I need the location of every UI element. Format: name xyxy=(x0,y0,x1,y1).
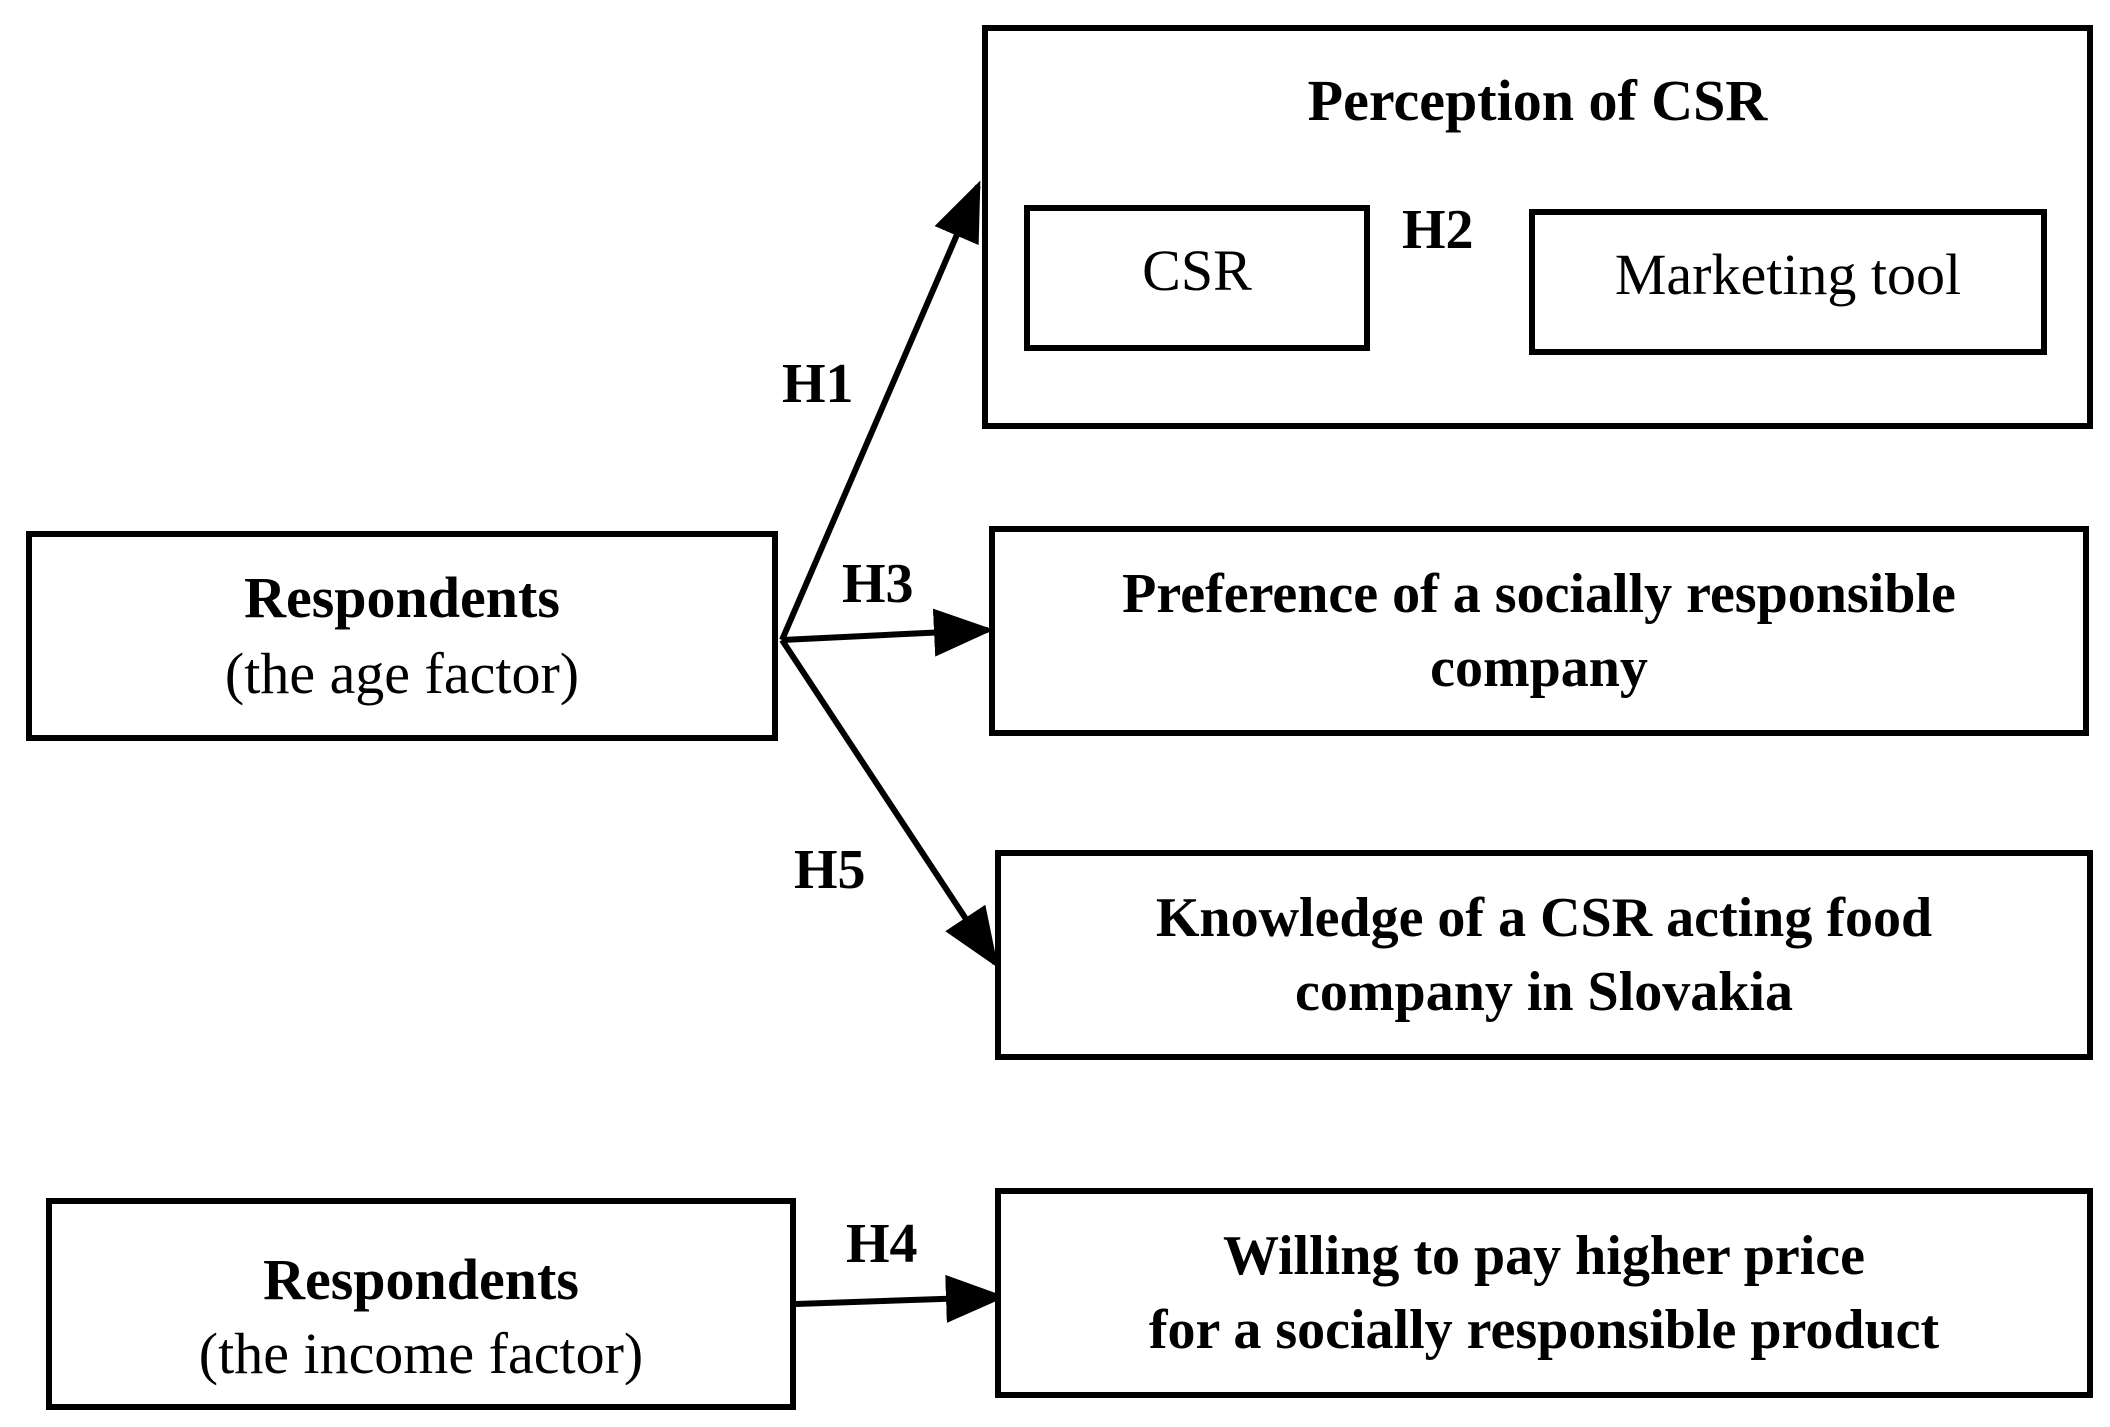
respondents-income-subtitle: (the income factor) xyxy=(198,1321,644,1386)
h1-label: H1 xyxy=(782,353,854,415)
marketing-tool-box: Marketing tool xyxy=(1529,209,2047,355)
willing-box: Willing to pay higher price for a social… xyxy=(995,1188,2093,1398)
arrow-h3 xyxy=(781,608,994,657)
respondents-age-subtitle: (the age factor) xyxy=(224,641,580,706)
h5-label: H5 xyxy=(794,839,866,901)
knowledge-line2: company in Slovakia xyxy=(1295,961,1793,1023)
knowledge-line1: Knowledge of a CSR acting food xyxy=(1155,887,1933,949)
preference-box: Preference of a socially responsible com… xyxy=(989,526,2089,736)
respondents-income-box: Respondents (the income factor) xyxy=(46,1198,796,1410)
arrow-h4 xyxy=(795,1274,1006,1323)
willing-line1: Willing to pay higher price xyxy=(1223,1225,1865,1287)
respondents-income-title: Respondents xyxy=(263,1247,579,1312)
csr-box: CSR xyxy=(1024,205,1370,351)
h3-label: H3 xyxy=(842,553,914,615)
respondents-age-title: Respondents xyxy=(244,565,560,630)
willing-line2: for a socially responsible product xyxy=(1148,1299,1940,1361)
knowledge-box: Knowledge of a CSR acting food company i… xyxy=(995,850,2093,1060)
csr-label: CSR xyxy=(1142,238,1252,303)
marketing-tool-label: Marketing tool xyxy=(1614,242,1962,307)
h4-label: H4 xyxy=(846,1213,918,1275)
perception-of-csr-title: Perception of CSR xyxy=(1307,68,1768,133)
h2-label: H2 xyxy=(1402,199,1474,261)
preference-line1: Preference of a socially responsible xyxy=(1122,563,1956,625)
respondents-age-box: Respondents (the age factor) xyxy=(26,531,778,741)
preference-line2: company xyxy=(1430,637,1648,699)
arrow-h1 xyxy=(779,180,981,642)
arrow-h5 xyxy=(779,638,999,969)
